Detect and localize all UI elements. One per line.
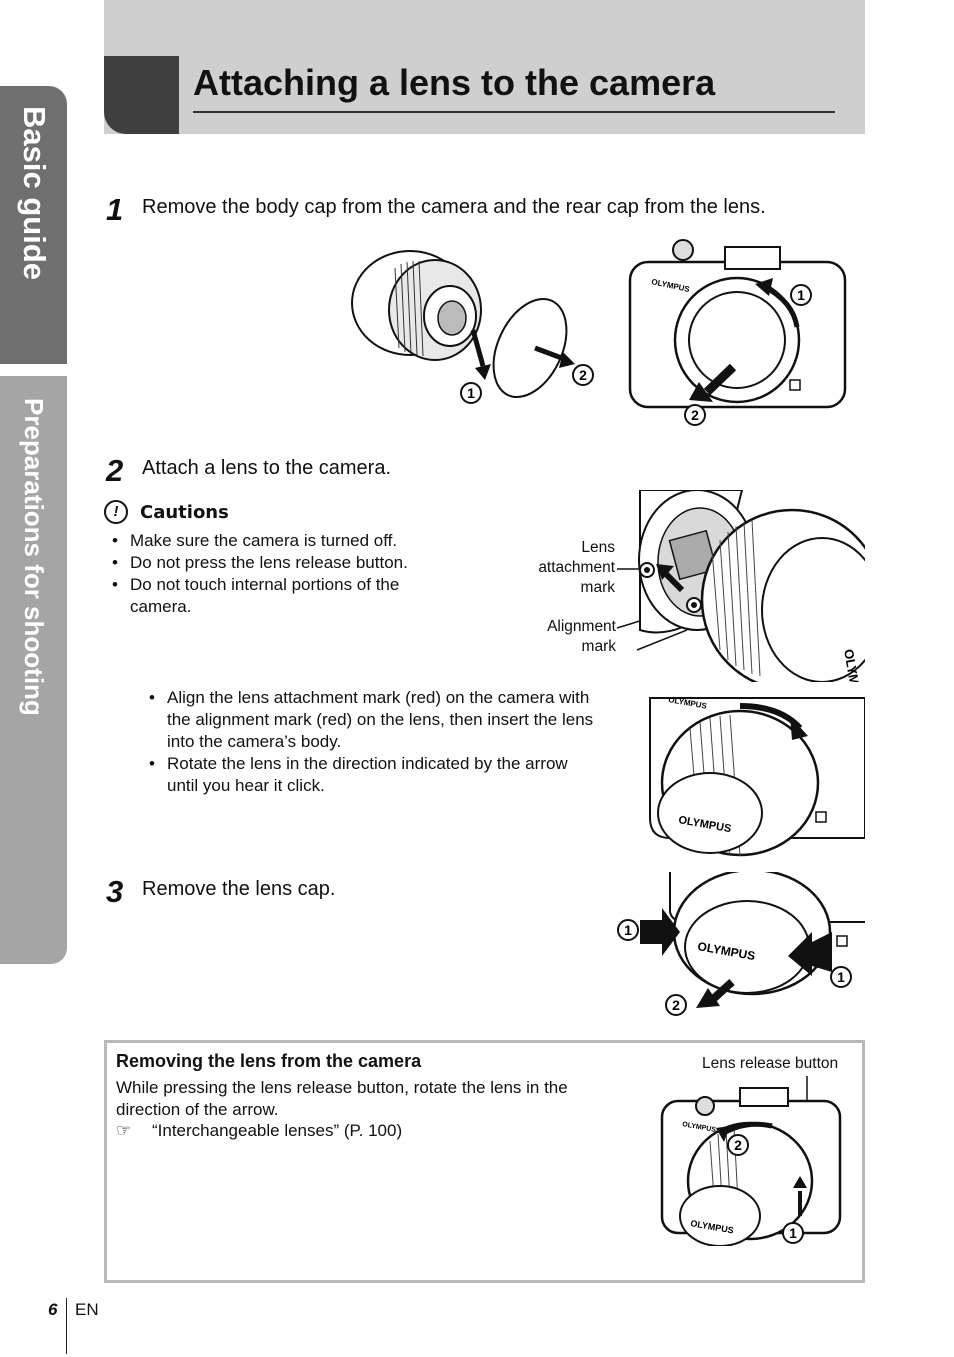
marker-2-icon: 2 [665,994,687,1016]
remove-lens-title: Removing the lens from the camera [116,1051,422,1071]
marker-text: 1 [797,287,805,303]
marker-text: 1 [837,969,845,985]
side-tab-prep-label: Preparations for shooting [19,398,49,716]
align-item: Align the lens attachment mark (red) on … [149,687,599,753]
language-code: EN [75,1300,99,1319]
page-number: 6 [48,1300,58,1319]
pointing-hand-icon: ☞ [116,1121,132,1140]
caution-list: Make sure the camera is turned off. Do n… [112,530,452,618]
step-1-number: 1 [106,192,124,227]
reference-line: ☞ “Interchangeable lenses” (P. 100) [116,1121,402,1141]
step-2-number: 2 [106,453,124,488]
camera-body-cap-illustration: OLYMPUS [628,239,847,409]
marker-1-icon: 1 [830,966,852,988]
marker-text: 1 [624,922,632,938]
title-rule [193,111,835,113]
side-tab-basic-guide[interactable]: Basic guide [0,86,67,364]
marker-1-icon: 1 [617,919,639,941]
side-tab-preparations[interactable]: Preparations for shooting [0,376,67,964]
caution-item: Make sure the camera is turned off. [112,530,452,552]
side-tab-basic-label: Basic guide [17,106,52,280]
page-title: Attaching a lens to the camera [193,62,716,103]
marker-text: 2 [672,997,680,1013]
step-1-text: Remove the body cap from the camera and … [142,196,766,218]
marker-2-icon: 2 [727,1134,749,1156]
step-3-number: 3 [106,874,124,909]
align-item: Rotate the lens in the direction indicat… [149,753,599,797]
lens-release-button-label: Lens release button [702,1055,839,1072]
lens-release-illustration: OLYMPUS OLYMPUS [660,1076,842,1246]
lens-attachment-mark-label: Lens attachment mark [538,539,615,596]
reference-link[interactable]: “Interchangeable lenses” (P. 100) [152,1121,403,1140]
caution-title: Cautions [140,502,229,523]
remove-lens-box [104,1040,865,1283]
marker-1-icon: 1 [460,382,482,404]
marker-text: 2 [691,407,699,423]
caution-item: Do not touch internal portions of the ca… [112,574,452,618]
caution-icon: ! [104,500,128,524]
step-2-text: Attach a lens to the camera. [142,457,392,479]
footer-rule [66,1298,67,1354]
remove-lens-cap-illustration: OLYMPUS [640,872,865,1008]
marker-text: 1 [789,1225,797,1241]
marker-1-icon: 1 [782,1222,804,1244]
marker-2-icon: 2 [684,404,706,426]
marker-text: 2 [734,1137,742,1153]
marker-2-icon: 2 [572,364,594,386]
lens-mount-closeup-illustration: OLYMPUS [616,490,865,682]
caution-item: Do not press the lens release button. [112,552,452,574]
header-block [104,56,179,134]
lens-rear-cap-illustration [351,250,575,399]
alignment-mark-label: Alignment mark [547,618,616,655]
marker-text: 2 [579,367,587,383]
remove-lens-body: While pressing the lens release button, … [116,1078,568,1119]
marker-text: 1 [467,385,475,401]
step-3-text: Remove the lens cap. [142,878,336,900]
marker-1-icon: 1 [790,284,812,306]
align-instructions-list: Align the lens attachment mark (red) on … [149,687,599,797]
lens-mounted-illustration: OLYMPUS OLYMPUS [649,695,865,857]
